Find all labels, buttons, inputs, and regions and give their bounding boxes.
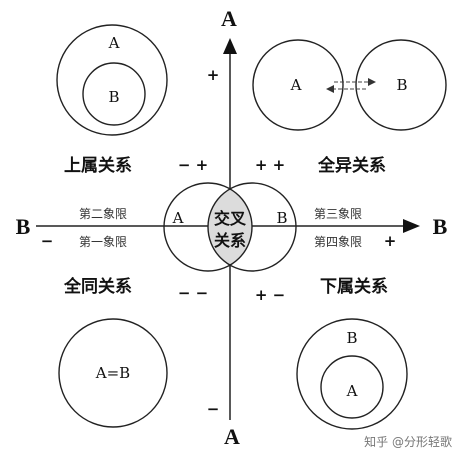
inner-circle-b bbox=[82, 62, 146, 126]
intersect-label-line2: 关系 bbox=[214, 231, 246, 250]
axis-plus-right: + bbox=[384, 232, 397, 250]
axis-label-b-right: B bbox=[433, 214, 448, 239]
circle-label-b: B bbox=[108, 88, 119, 106]
axis-label-b-left: B bbox=[16, 214, 31, 239]
circle-label-b: B bbox=[346, 329, 357, 347]
axis-minus-left: − bbox=[41, 232, 54, 250]
diagram-intersect: A B 交叉 关系 bbox=[163, 182, 297, 272]
circle-a bbox=[163, 182, 253, 272]
circle-label-a: A bbox=[346, 382, 358, 400]
axis-label-a-top: A bbox=[221, 6, 237, 31]
diagram-upper-subordinate: A B bbox=[56, 24, 168, 136]
relation-identity: 全同关系 bbox=[63, 276, 132, 297]
circle-b bbox=[355, 39, 447, 131]
quadrant-label-2: 第二象限 bbox=[79, 207, 127, 221]
watermark: 知乎 @分形轻歌 bbox=[364, 434, 452, 449]
relation-upper-subordinate: 上属关系 bbox=[64, 155, 132, 176]
sign-top-left: − + bbox=[178, 156, 208, 174]
quadrant-label-4: 第四象限 bbox=[314, 235, 362, 249]
circle-label-a: A bbox=[172, 209, 184, 227]
diagram-lower-subordinate: B A bbox=[296, 318, 408, 430]
outer-circle-b bbox=[296, 318, 408, 430]
sign-top-right: + + bbox=[255, 156, 285, 174]
circle-label-b: B bbox=[396, 76, 407, 94]
horizontal-axis-arrowhead bbox=[403, 219, 420, 233]
vertical-axis-arrowhead bbox=[223, 38, 237, 54]
axis-plus-top: + bbox=[207, 66, 220, 84]
circle-a bbox=[252, 39, 344, 131]
axis-label-a-bottom: A bbox=[224, 424, 240, 449]
sign-bottom-left: − − bbox=[178, 284, 208, 302]
intersection-fill bbox=[208, 183, 252, 271]
quadrant-label-1: 第一象限 bbox=[79, 235, 127, 249]
intersect-label-line1: 交叉 bbox=[214, 209, 247, 228]
relation-lower-subordinate: 下属关系 bbox=[320, 276, 388, 297]
circle-label-a: A bbox=[108, 34, 120, 52]
quadrant-label-3: 第三象限 bbox=[314, 207, 362, 221]
diagram-identity: A=B bbox=[58, 318, 168, 428]
relation-disjoint: 全异关系 bbox=[317, 155, 386, 176]
circle-a-equals-b bbox=[58, 318, 168, 428]
circle-label-b: B bbox=[276, 209, 287, 227]
circle-label-equal: A=B bbox=[95, 364, 130, 382]
axis-minus-bottom: − bbox=[207, 400, 220, 418]
circle-b bbox=[207, 182, 297, 272]
outer-circle-a bbox=[56, 24, 168, 136]
sign-bottom-right: + − bbox=[255, 286, 285, 304]
diagram-disjoint: A B bbox=[252, 39, 447, 131]
circle-label-a: A bbox=[290, 76, 302, 94]
inner-circle-a bbox=[320, 355, 384, 419]
